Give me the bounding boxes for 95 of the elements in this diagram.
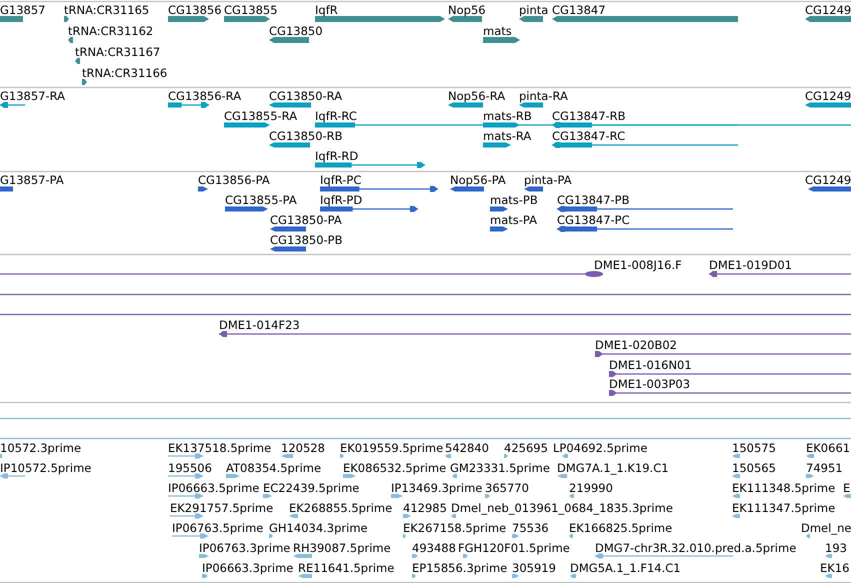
feature-label: CG13856 (168, 3, 222, 17)
feature-label: CG13850-PA (270, 213, 342, 227)
feature-label: IP06763.5prime (172, 521, 264, 535)
feature-label: EK267158.5prime (403, 521, 506, 535)
feature-label: IqfR (315, 3, 338, 17)
feature-label: mats-RA (483, 129, 532, 143)
feature-label: tRNA:CR31162 (68, 24, 154, 38)
feature-label: EK137518.5prime (168, 441, 272, 455)
feature-label: EK086532.5prime (343, 461, 446, 475)
feature-label: IqfR-RC (315, 109, 357, 123)
feature-label: CG13847-RC (552, 129, 626, 143)
feature-label: EK291757.5prime (170, 501, 274, 515)
feature-label: CG13855-RA (224, 109, 298, 123)
feature-label: IP10572.5prime (0, 461, 92, 475)
feature-label: FGH120F01.5prime (458, 541, 570, 555)
feature-label: G13857-PA (0, 173, 64, 187)
feature-label: 120528 (281, 441, 325, 455)
feature-label: 195506 (168, 461, 212, 475)
feature-label: Nop56 (448, 3, 486, 17)
feature-label: CG13850-RA (269, 89, 342, 103)
feature-label: Nop56-PA (450, 173, 506, 187)
feature-label: CG13855 (224, 3, 278, 17)
feature-label: CG13850 (269, 24, 323, 38)
feature-label: AT08354.5prime (226, 461, 322, 475)
feature-label: EK111347.5prime (732, 501, 836, 515)
feature-label: 542840 (445, 441, 489, 455)
feature-label: DME1-020B02 (595, 338, 677, 352)
feature-label: GM23331.5prime (450, 461, 550, 475)
feature-label: tRNA:CR31165 (64, 3, 150, 17)
feature-label: 193 (825, 541, 847, 555)
feature-label: EK268855.5prime (289, 501, 392, 515)
feature-label: CG1249 (805, 3, 851, 17)
feature-label: EK0661 (806, 441, 850, 455)
feature-label: DMG7A.1_1.K19.C1 (557, 461, 669, 475)
feature-label: mats-PB (490, 193, 538, 207)
feature-label: IP06663.5prime (168, 481, 260, 495)
feature-label: 425695 (504, 441, 548, 455)
feature-label: DMG7-chr3R.32.010.pred.a.5prime (595, 541, 796, 555)
feature-label: EK16 (820, 561, 850, 575)
feature-label: mats-PA (490, 213, 537, 227)
feature-label: 305919 (512, 561, 556, 575)
feature-label: pinta-RA (519, 89, 568, 103)
feature-label: LP04692.5prime (553, 441, 648, 455)
feature-label: CG1249 (805, 89, 851, 103)
feature-label: mats-RB (483, 109, 532, 123)
feature-label: 74951 (806, 461, 843, 475)
feature-label: EC22439.5prime (263, 481, 360, 495)
feature-label: RH39087.5prime (293, 541, 391, 555)
feature-label: IqfR-PD (320, 193, 362, 207)
feature-label: 10572.3prime (0, 441, 82, 455)
feature-label: 219990 (569, 481, 613, 495)
feature-label: CG13856-RA (168, 89, 242, 103)
feature-label: 75536 (512, 521, 549, 535)
feature-label: mats (483, 24, 512, 38)
feature-label: EK019559.5prime (340, 441, 444, 455)
feature-label: DME1-008J16.F (594, 258, 682, 272)
feature-label: E (843, 481, 850, 495)
feature-label: DME1-019D01 (709, 258, 792, 272)
feature-label: tRNA:CR31167 (75, 45, 160, 59)
feature-label: CG13847-RB (552, 109, 626, 123)
feature-label: 150565 (732, 461, 776, 475)
feature-label: IqfR-RD (315, 149, 358, 163)
feature-label: DME1-014F23 (219, 318, 300, 332)
feature-label: CG13850-RB (269, 129, 343, 143)
feature-label: G13857 (0, 3, 46, 17)
feature-label: RE11641.5prime (298, 561, 394, 575)
feature-label: CG13855-PA (225, 193, 297, 207)
feature-label: CG13847-PC (557, 213, 630, 227)
feature-label: CG13856-PA (198, 173, 270, 187)
feature-label: 365770 (485, 481, 529, 495)
feature-label: 493488 (412, 541, 456, 555)
feature-label: Nop56-RA (448, 89, 506, 103)
feature-label: CG13847 (552, 3, 606, 17)
feature-label: G13857-RA (0, 89, 66, 103)
feature-label: Dmel_neb_013961_0684_1835.3prime (451, 501, 673, 515)
feature-label: pinta-PA (524, 173, 572, 187)
feature-label: 412985 (403, 501, 447, 515)
feature-label: pinta (519, 3, 548, 17)
feature-label: IP06763.3prime (199, 541, 290, 555)
feature-label: CG13850-PB (270, 233, 342, 247)
feature-label: CG13847-PB (557, 193, 630, 207)
feature-label: IP13469.3prime (391, 481, 482, 495)
feature-label: EK111348.5prime (732, 481, 836, 495)
feature-label: GH14034.3prime (269, 521, 368, 535)
feature-label: IqfR-PC (320, 173, 362, 187)
feature-label: DME1-016N01 (609, 358, 692, 372)
feature-label: DMG5A.1_1.F14.C1 (570, 561, 681, 575)
feature-label: DME1-003P03 (609, 377, 690, 391)
feature-label: tRNA:CR31166 (82, 66, 168, 80)
feature-label: EK166825.5prime (569, 521, 672, 535)
feature-label: Dmel_ne (801, 521, 851, 535)
feature-label: CG1249 (805, 173, 851, 187)
feature-label: 150575 (732, 441, 776, 455)
feature-label: IP06663.3prime (202, 561, 294, 575)
feature-label: EP15856.3prime (412, 561, 508, 575)
